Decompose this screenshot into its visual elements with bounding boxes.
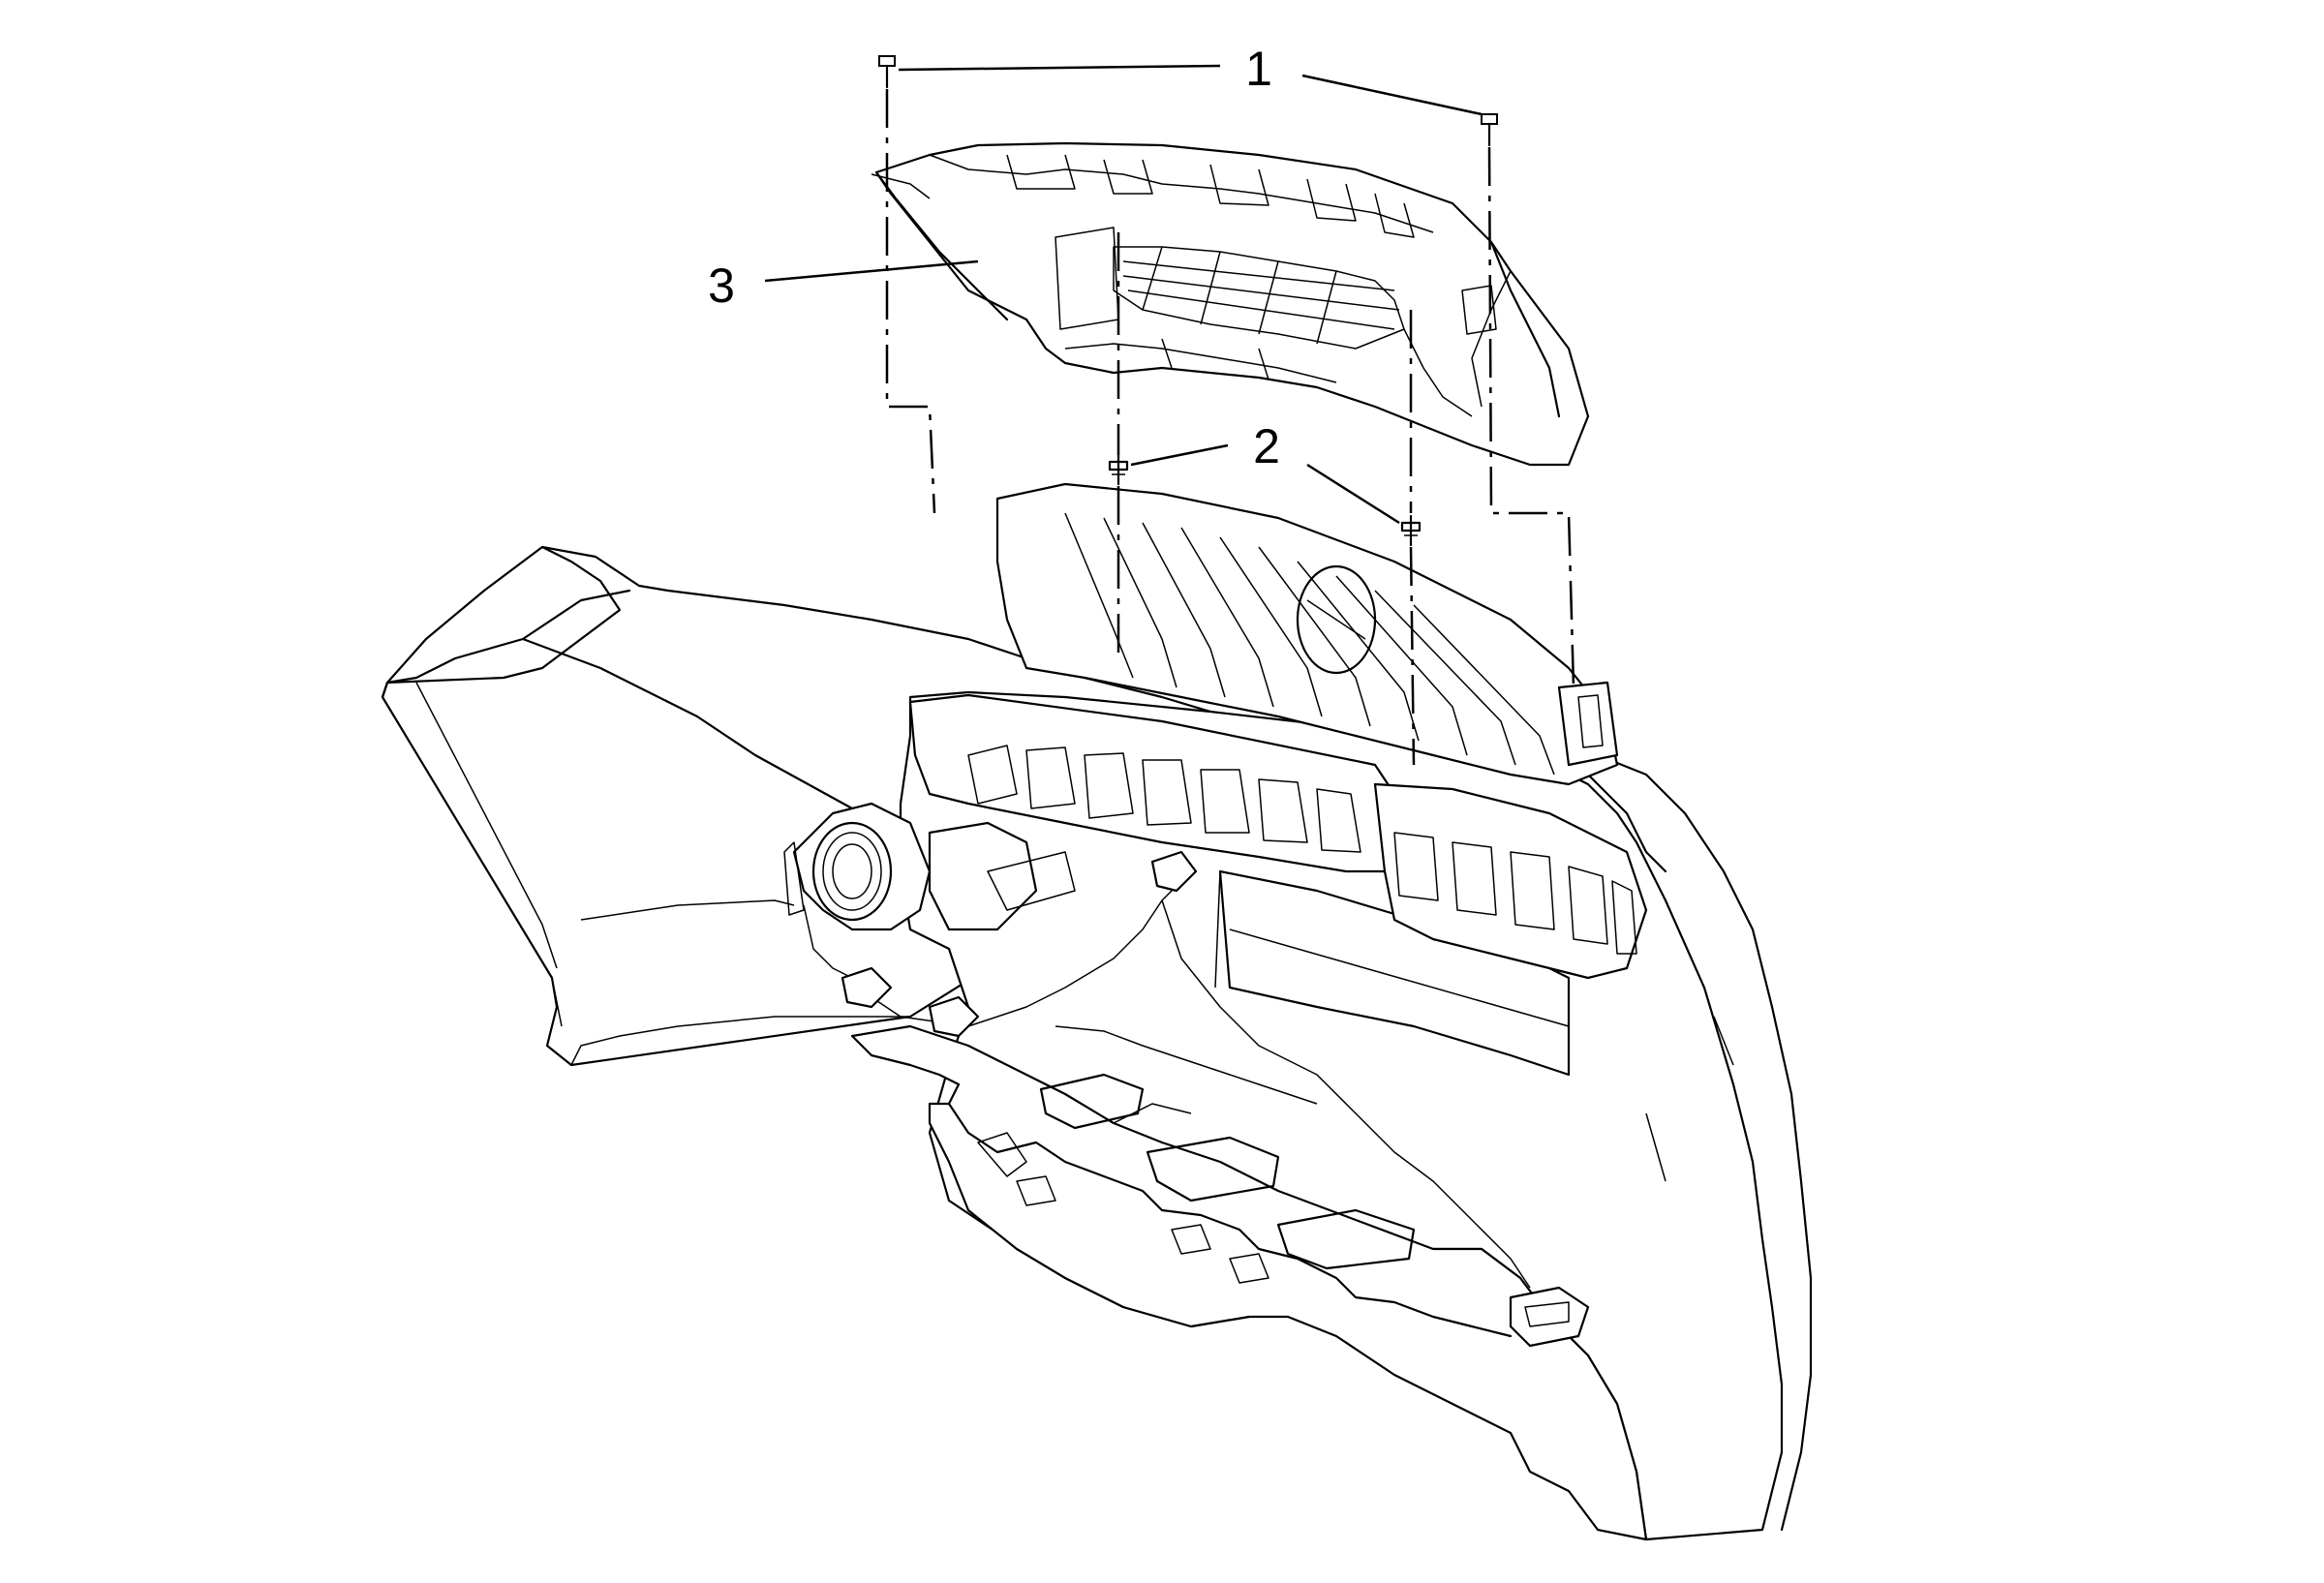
push-pin-retainer-icon (1400, 514, 1422, 547)
screw-icon (878, 55, 896, 89)
leader-3 (764, 259, 979, 283)
leader-lines (764, 64, 1483, 525)
screw-icon (1481, 113, 1498, 147)
upper-grille-bars (995, 482, 1619, 786)
leader-2-left (1130, 443, 1229, 467)
callout-3: 3 (708, 259, 735, 313)
leader-2-right (1306, 463, 1400, 525)
push-pin-retainer-icon (1108, 453, 1129, 486)
callout-2: 2 (1253, 419, 1280, 473)
leader-1-right (1301, 74, 1483, 116)
callout-1: 1 (1245, 42, 1272, 96)
leader-1-left (898, 64, 1221, 72)
grille-panel (871, 141, 1590, 467)
lower-grille-openings (908, 693, 1648, 980)
alignment-lines (885, 89, 1575, 766)
